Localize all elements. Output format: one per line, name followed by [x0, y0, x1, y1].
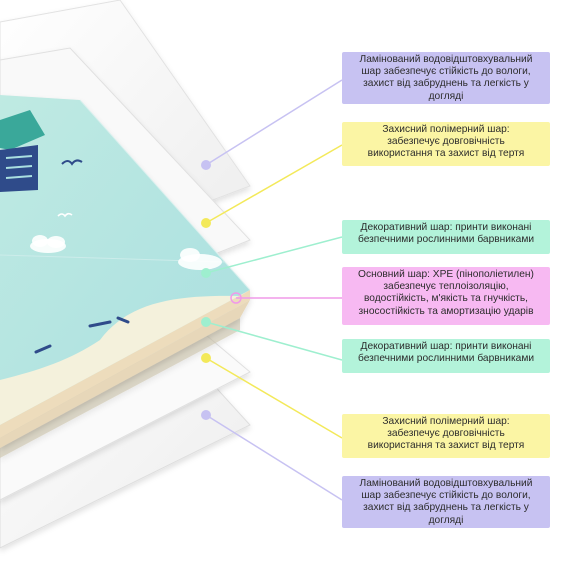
bird-icon-small	[57, 212, 73, 218]
connector-protective-top	[201, 144, 343, 228]
connector-laminated-top	[201, 79, 343, 170]
label-laminated-top: Ламінований водовідштовхувальний шар заб…	[342, 52, 550, 104]
connector-protective-bottom	[201, 353, 343, 439]
cloud-icon	[30, 235, 66, 253]
label-decorative-top: Декоративний шар: принти виконані безпеч…	[342, 220, 550, 254]
label-decorative-bottom: Декоративний шар: принти виконані безпеч…	[342, 339, 550, 373]
cloud-icon-right	[178, 248, 222, 270]
connector-base-core	[230, 292, 342, 304]
house-icon	[0, 145, 38, 192]
bird-icon	[61, 159, 83, 166]
connector-decorative-top	[201, 236, 343, 278]
label-protective-bottom: Захисний полімерний шар: забезпечує довг…	[342, 414, 550, 458]
label-protective-top: Захисний полімерний шар: забезпечує довг…	[342, 122, 550, 166]
grass-icon	[34, 316, 130, 354]
label-base-core: Основний шар: XPE (пінополіетилен) забез…	[342, 267, 550, 325]
label-laminated-bottom: Ламінований водовідштовхувальний шар заб…	[342, 476, 550, 528]
connector-decorative-bottom	[201, 317, 343, 361]
mat-core	[0, 95, 251, 448]
tree-icon	[0, 110, 45, 150]
connector-laminated-bottom	[201, 410, 343, 501]
